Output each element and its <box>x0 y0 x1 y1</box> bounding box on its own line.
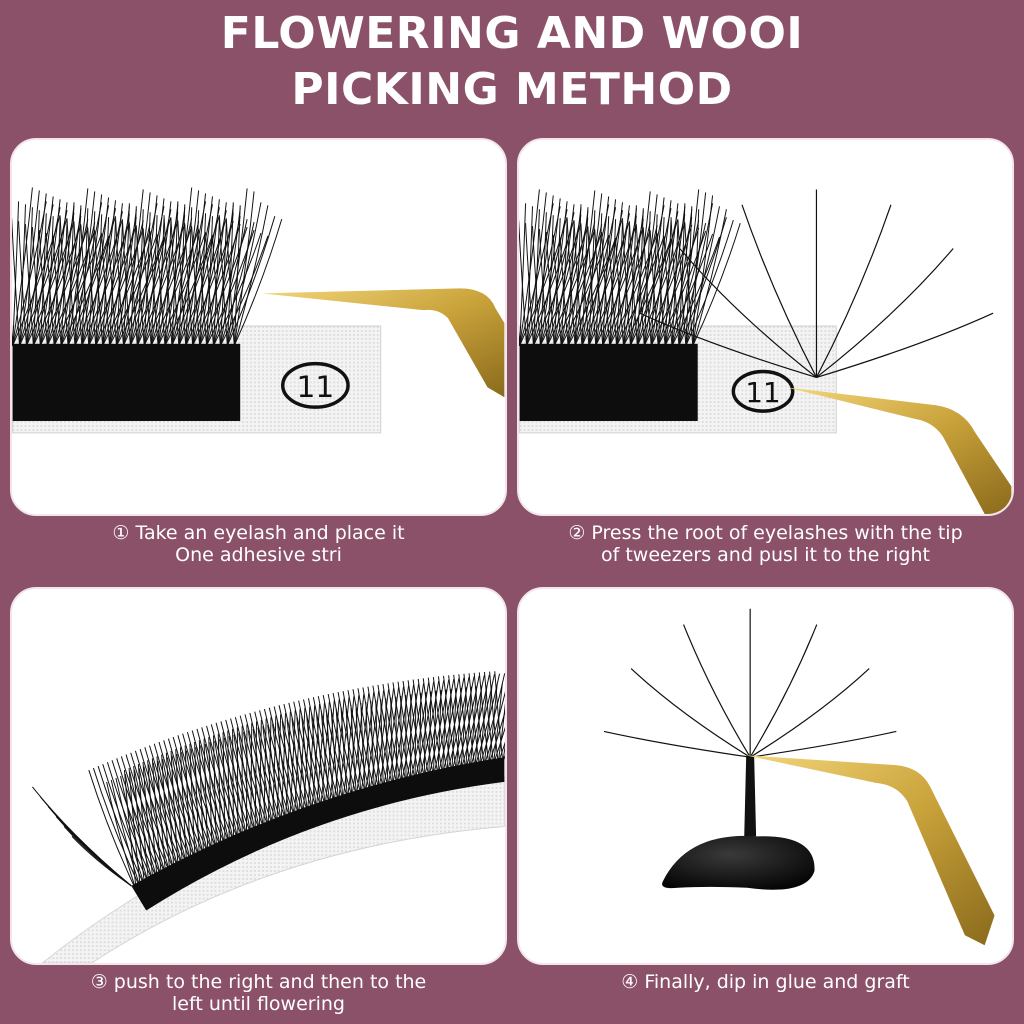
lash-stem <box>744 755 757 837</box>
page-title: FLOWERING AND WOOI PICKING METHOD <box>0 6 1024 118</box>
step-1-illustration: 11 <box>12 187 505 434</box>
step-1-photo: 11 <box>10 138 507 516</box>
step-4-illustration <box>603 608 995 946</box>
step-1-caption-line-1: ① Take an eyelash and place it <box>112 522 405 544</box>
step-4-photo <box>517 587 1014 965</box>
step-3-illustration <box>32 671 505 963</box>
lash-adhesive-strip <box>131 757 505 911</box>
step-2-caption-line-1: ② Press the root of eyelashes with the t… <box>568 522 963 544</box>
lash-fan-strip <box>519 189 741 347</box>
lash-fan-flowering <box>639 189 994 379</box>
step-3-caption-line-2: left until flowering <box>172 993 345 1015</box>
tray-number-badge <box>731 369 795 413</box>
step-2-caption: ② Press the root of eyelashes with the t… <box>517 522 1014 566</box>
lash-adhesive-strip <box>519 343 698 421</box>
lash-adhesive-strip <box>12 343 241 421</box>
lash-fan-strip <box>12 187 283 347</box>
step-3-caption-line-1: ③ push to the right and then to the <box>90 971 427 993</box>
step-4-caption: ④ Finally, dip in glue and graft <box>517 971 1014 993</box>
title-line-1: FLOWERING AND WOOI <box>220 8 804 59</box>
step-2-illustration: 11 <box>519 189 1012 514</box>
step-1-caption-line-2: One adhesive stri <box>175 544 342 566</box>
step-4-caption-line-1: ④ Finally, dip in glue and graft <box>621 971 910 993</box>
step-3-photo <box>10 587 507 965</box>
lash-fan-flowering <box>603 608 897 758</box>
step-1-caption: ① Take an eyelash and place it One adhes… <box>10 522 507 566</box>
step-2-photo: 11 <box>517 138 1014 516</box>
tray-number-label: 11 <box>297 369 335 404</box>
glue-drop-icon <box>662 835 815 890</box>
step-3-caption: ③ push to the right and then to the left… <box>10 971 507 1015</box>
title-line-2: PICKING METHOD <box>291 64 733 115</box>
tweezer-icon <box>786 387 1012 514</box>
tray-number-badge <box>281 361 350 409</box>
tray-number-label: 11 <box>745 376 780 409</box>
step-2-caption-line-2: of tweezers and pusl it to the right <box>601 544 930 566</box>
tweezer-icon <box>261 288 505 398</box>
curved-lash-strip <box>32 671 505 891</box>
tweezer-icon <box>745 755 995 946</box>
